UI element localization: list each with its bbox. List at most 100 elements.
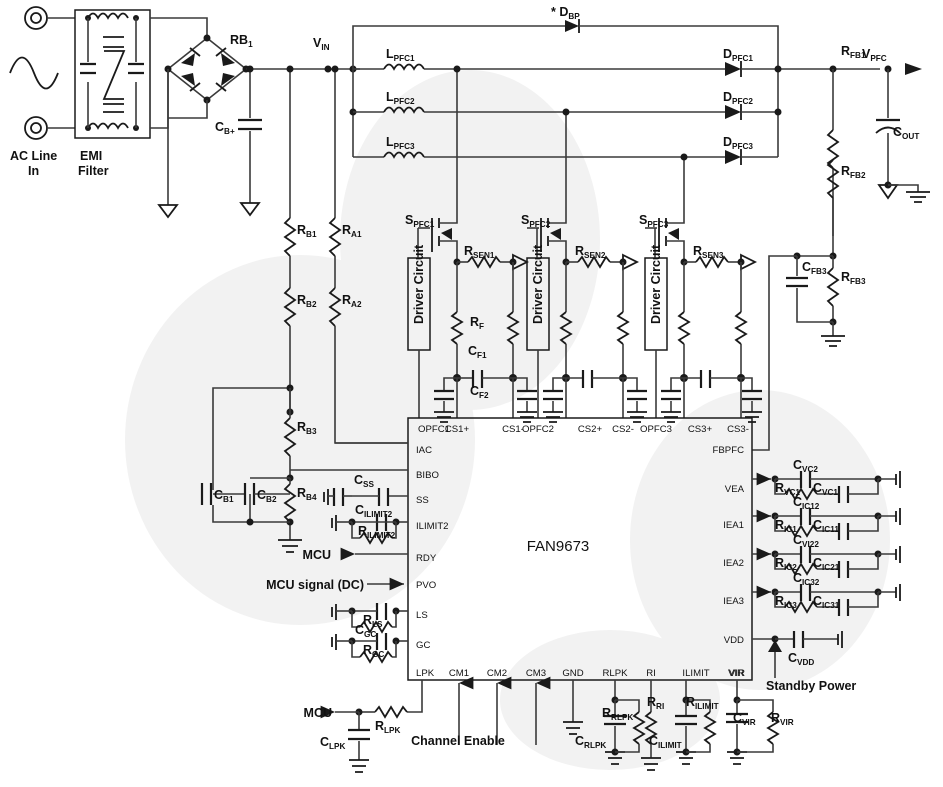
channel-2-group [526, 108, 647, 423]
pin-pvo[interactable]: PVO [416, 580, 436, 591]
chip-name: FAN9673 [527, 538, 590, 555]
emi-filter-label-2: Filter [78, 164, 109, 178]
css-label: CSS [354, 473, 374, 489]
cvi22-label: CVI22 [793, 533, 819, 549]
ac-input-group [9, 6, 75, 140]
pin-lpk[interactable]: LPK [416, 668, 435, 679]
pin-ss[interactable]: SS [416, 495, 429, 506]
switch-2-label: SPFC2 [521, 213, 551, 229]
pvo-source-label: MCU signal (DC) [266, 578, 364, 592]
rsen3-label: RSEN3 [693, 244, 724, 260]
pin-rdy[interactable]: RDY [416, 553, 437, 564]
boost-inductors [349, 63, 725, 159]
left-pin-network [290, 442, 408, 664]
rilimit2-label: RILIMIT2 [358, 524, 396, 540]
bulk-capacitor [238, 65, 262, 217]
pfc-diode-3-label: DPFC3 [723, 135, 753, 151]
rvc1-label: RVC1 [775, 481, 800, 497]
ground-bridge [157, 204, 179, 219]
pin-iea2[interactable]: IEA2 [723, 558, 744, 569]
pin-cs1n[interactable]: CS1- [502, 424, 524, 435]
ic-body[interactable] [407, 417, 753, 681]
cilimit2-label: CILIMIT2 [355, 503, 393, 519]
lpk-mcu-label: MCU [304, 706, 332, 720]
driver-circuit-2-label: Driver Circuit [531, 244, 545, 324]
chip-right-pins: FBPFC VEA IEA1 IEA2 IEA3 VDD VIR [713, 445, 745, 679]
bypass-diode-branch [352, 19, 779, 69]
pin-iac[interactable]: IAC [416, 445, 432, 456]
pin-fbpfc[interactable]: FBPFC [713, 445, 745, 456]
pin-vir-bottom[interactable]: VIR [729, 668, 745, 679]
output-feedback-network [786, 65, 930, 347]
bottom-pin-network [320, 676, 780, 773]
pin-opfc1[interactable]: OPFC1 [418, 424, 450, 435]
pin-gc[interactable]: GC [416, 640, 430, 651]
pin-ilimit2[interactable]: ILIMIT2 [416, 521, 449, 532]
pin-opfc2[interactable]: OPFC2 [522, 424, 554, 435]
cf1-label: CF1 [468, 344, 487, 360]
inductor-1-label: LPFC1 [386, 47, 415, 63]
cic31-label: CIC31 [813, 594, 840, 610]
driver-circuit-3-label: Driver Circuit [649, 244, 663, 324]
rsen1-label: RSEN1 [464, 244, 495, 260]
cvdd-label: CVDD [788, 651, 814, 667]
switch-1-label: SPFC1 [405, 213, 435, 229]
emi-filter-label-1: EMI [80, 149, 102, 163]
cilimit-label: CILIMIT [649, 734, 682, 750]
rb2-label: RB2 [297, 293, 317, 309]
channel-3-group [644, 153, 762, 423]
pin-cm3[interactable]: CM3 [526, 668, 546, 679]
cf2-label: CF2 [470, 384, 489, 400]
pfc-diodes [725, 61, 922, 165]
cvir-label: CVIR [733, 711, 756, 727]
rfb3-label: RFB3 [841, 270, 866, 286]
pin-opfc3[interactable]: OPFC3 [640, 424, 672, 435]
rb1-label: RB1 [297, 223, 317, 239]
cb-filter-caps [200, 477, 290, 526]
chip-left-pins: IAC BIBO SS ILIMIT2 RDY PVO LS GC [416, 445, 449, 651]
rfb1-label: RFB1 [841, 44, 866, 60]
rgc-label: RGC [363, 643, 384, 659]
chip-top-pins: OPFC1 CS1+ CS1- OPFC2 CS2+ CS2- OPFC3 CS… [418, 424, 749, 435]
rdy-mcu-label: MCU [303, 548, 331, 562]
pin-vea[interactable]: VEA [725, 484, 745, 495]
pin-cm2[interactable]: CM2 [487, 668, 507, 679]
crlpk-label: CRLPK [575, 734, 606, 750]
cic21-label: CIC21 [813, 556, 840, 572]
pfc-diode-2-label: DPFC2 [723, 90, 753, 106]
pin-vdd[interactable]: VDD [724, 635, 744, 646]
pin-ls[interactable]: LS [416, 610, 428, 621]
rilimit-label: RILIMIT [686, 695, 719, 711]
pin-cs2n[interactable]: CS2- [612, 424, 634, 435]
driver-circuit-1-label: Driver Circuit [412, 244, 426, 324]
pin-cs2p[interactable]: CS2+ [578, 424, 603, 435]
inductor-2-label: LPFC2 [386, 90, 415, 106]
pin-vir-right[interactable]: VIR [728, 668, 744, 679]
cic11-label: CIC11 [813, 518, 839, 534]
rf-label: RF [470, 315, 484, 331]
pin-gnd[interactable]: GND [562, 668, 583, 679]
pin-iea1[interactable]: IEA1 [723, 520, 744, 531]
rrlpk-label: RRLPK [602, 706, 633, 722]
right-pin-network [752, 471, 901, 678]
ric2-label: RIC2 [775, 556, 797, 572]
pin-cs3p[interactable]: CS3+ [688, 424, 713, 435]
pin-bibo[interactable]: BIBO [416, 470, 439, 481]
rls-label: RLS [363, 613, 383, 629]
pin-ilimit[interactable]: ILIMIT [682, 668, 709, 679]
pin-rlpk[interactable]: RLPK [602, 668, 628, 679]
pin-cs1p[interactable]: CS1+ [445, 424, 470, 435]
ric3-label: RIC3 [775, 594, 797, 610]
ac-line-label-2: In [28, 164, 39, 178]
pin-cm1[interactable]: CM1 [449, 668, 469, 679]
ac-line-label-1: AC Line [10, 149, 57, 163]
rb4-label: RB4 [297, 486, 317, 502]
cgc-label: CGC [355, 623, 376, 639]
switch-3-label: SPFC3 [639, 213, 669, 229]
pin-iea3[interactable]: IEA3 [723, 596, 744, 607]
pin-ri[interactable]: RI [646, 668, 656, 679]
standby-power-label: Standby Power [766, 679, 856, 693]
cvc2-label: CVC2 [793, 458, 818, 474]
cic32-label: CIC32 [793, 571, 820, 587]
pin-cs3n[interactable]: CS3- [727, 424, 749, 435]
